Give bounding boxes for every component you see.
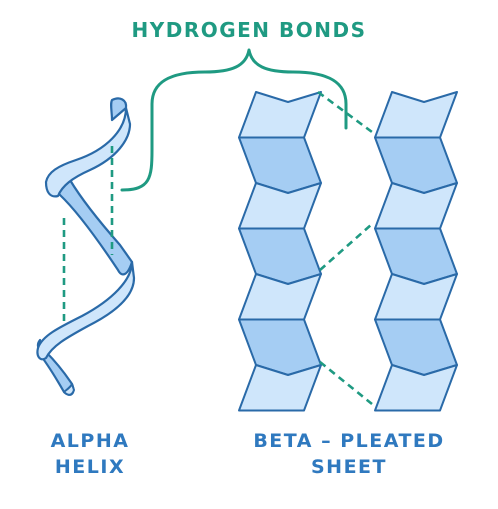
beta-right-pleat-1 bbox=[374, 91, 458, 139]
beta-strand-left bbox=[238, 91, 322, 412]
beta-sheet-label-line1: BETA – PLEATED bbox=[253, 430, 445, 452]
beta-hydrogen-bonds bbox=[317, 90, 373, 406]
beta-right-pleat-3 bbox=[374, 182, 458, 230]
beta-right-pleat-4 bbox=[374, 227, 458, 285]
helix-front-ribbon-tail bbox=[63, 383, 75, 396]
hydrogen-bonds-label: HYDROGEN BONDS bbox=[131, 18, 367, 42]
beta-strand-right bbox=[374, 91, 458, 412]
beta-right-pleat-2 bbox=[374, 136, 458, 194]
beta-hydrogen-bond-middle bbox=[319, 223, 373, 271]
beta-right-pleat-7 bbox=[374, 364, 458, 412]
alpha-helix bbox=[36, 97, 136, 396]
beta-left-pleat-3 bbox=[238, 182, 322, 230]
beta-hydrogen-bond-bottom bbox=[319, 360, 373, 406]
alpha-helix-label: ALPHA HELIX bbox=[22, 428, 158, 480]
beta-pleated-sheet-label: BETA – PLEATED SHEET bbox=[218, 428, 480, 480]
beta-left-pleat-7 bbox=[238, 364, 322, 412]
alpha-helix-label-line1: ALPHA bbox=[50, 430, 130, 452]
beta-right-pleat-6 bbox=[374, 318, 458, 376]
alpha-helix-label-line2: HELIX bbox=[54, 456, 126, 478]
beta-sheet bbox=[238, 91, 458, 412]
beta-left-pleat-5 bbox=[238, 273, 322, 321]
beta-left-pleat-4 bbox=[238, 227, 322, 285]
helix-back-ribbon-top bbox=[110, 97, 128, 122]
beta-left-pleat-1 bbox=[238, 91, 322, 139]
beta-right-pleat-5 bbox=[374, 273, 458, 321]
hydrogen-bonds-brace bbox=[120, 48, 348, 192]
beta-sheet-label-line2: SHEET bbox=[310, 456, 387, 478]
beta-left-pleat-2 bbox=[238, 136, 322, 194]
beta-left-pleat-6 bbox=[238, 318, 322, 376]
helix-front-ribbon-upper bbox=[44, 106, 132, 198]
helix-front-ribbon-lower bbox=[36, 260, 136, 361]
